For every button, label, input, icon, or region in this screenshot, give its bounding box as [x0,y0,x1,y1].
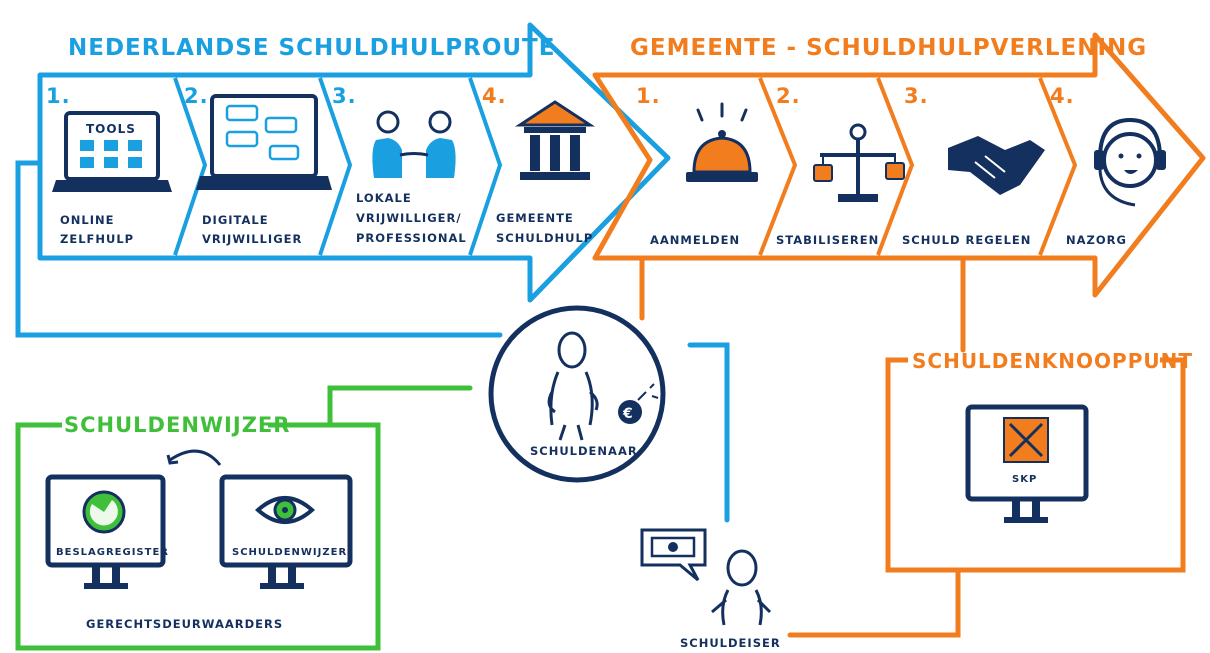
gemeente-step-4-number: 4. [1050,84,1075,108]
gemeente-step-4-label: NAZORG [1066,233,1127,247]
route-chevron-1 [173,77,208,256]
laptop-tools-icon: TOOLS [52,111,172,192]
schuldeiser-label: SCHULDEISER [680,636,781,650]
orange-creditor-line [787,567,961,638]
route-chevron-2 [318,77,353,256]
gemeente-step-1-label: AANMELDEN [650,233,740,247]
green-debtor-line [327,385,473,428]
route-step-2-label-line-2: VRIJWILLIGER [202,232,302,246]
route-step-1-label-line-1: ONLINE [60,213,115,227]
route-step-3-label-line-3: PROFESSIONAL [356,231,467,245]
service-bell-icon [686,102,758,182]
schuldenaar-node: € SCHULDENAAR [488,305,666,483]
svg-text:€: € [622,406,633,422]
gerechtsdeurwaarders-label: GERECHTSDEURWAARDERS [86,617,283,631]
debtor-with-bomb-icon: € [547,331,659,441]
town-hall-icon [514,100,596,180]
blue-debtor-creditor-line [687,342,730,523]
skp-arrows-icon [1003,417,1049,463]
route-step-4-number: 4. [482,84,507,108]
beslagregister-label: BESLAGREGISTER [56,547,169,558]
curved-arrow-icon [169,449,222,466]
schuldenwijzer-monitor: SCHULDENWIJZER [219,474,353,589]
schuldenwijzer-monitor-label: SCHULDENWIJZER [232,547,347,558]
laptop-chat-icon [196,94,332,190]
balance-scale-icon [813,123,905,202]
schuldenwijzer-title: SCHULDENWIJZER [64,413,290,437]
laptop-tools-label: TOOLS [86,122,136,136]
headset-agent-icon [1094,117,1166,207]
route-step-4-label-line-1: GEMEENTE [496,211,574,225]
schuldeiser-node: SCHULDEISER [640,528,781,650]
gemeente-chevron-3 [1038,77,1078,256]
route-chevron-3 [468,77,503,256]
route-step-1-label-line-2: ZELFHULP [60,232,134,246]
gemeente-title: GEMEENTE - SCHULDHULPVERLENING [630,35,1147,61]
skp-label: SKP [1012,474,1037,485]
route-step-4-label-line-2: SCHULDHULP [496,231,593,245]
route-title: NEDERLANDSE SCHULDHULPROUTE [68,35,555,61]
eye-icon [254,496,316,524]
gemeente-step-2-number: 2. [776,84,801,108]
handshake-icon [948,136,1045,195]
route-step-2-label-line-1: DIGITALE [202,213,269,227]
route-step-2-number: 2. [184,84,209,108]
route-step-3-label-line-2: VRIJWILLIGER/ [356,211,462,225]
route-step-3-number: 3. [332,84,357,108]
skp-monitor: SKP [965,404,1089,523]
route-step-3-label-line-1: LOKALE [356,191,412,205]
blue-feedback-line [15,160,503,338]
gemeente-chevron-1 [758,77,798,256]
gemeente-step-3-number: 3. [904,84,929,108]
beslagregister-monitor: BESLAGREGISTER [45,474,169,589]
gemeente-step-2-label: STABILISEREN [776,233,879,247]
schuldenknooppunt-box: SCHULDENKNOOPPUNT SKP [885,349,1193,573]
route-arrow [37,22,671,303]
gemeente-arrow [592,32,1206,298]
gemeente-step-1-number: 1. [636,84,661,108]
gemeente-step-3-label: SCHULD REGELEN [902,233,1031,247]
creditor-money-icon [640,528,772,626]
route-step-1-number: 1. [46,84,71,108]
people-handshake-icon [372,110,456,178]
gemeente-chevron-2 [876,77,915,256]
schuldenwijzer-box: SCHULDENWIJZER BESLAGREGISTER SCHULDENWI… [15,413,381,651]
schuldenaar-label: SCHULDENAAR [530,444,638,458]
schuldenknooppunt-title: SCHULDENKNOOPPUNT [912,349,1193,373]
